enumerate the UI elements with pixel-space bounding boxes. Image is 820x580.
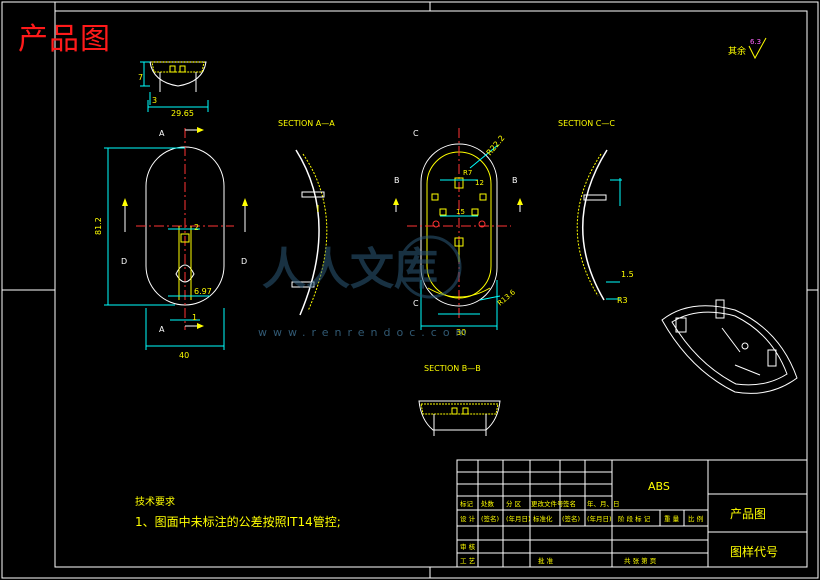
title-block-grid — [456, 459, 808, 568]
tb-approve: 批 准 — [538, 556, 554, 565]
tb-row-label-5: 年、月、日 — [587, 499, 620, 508]
dim-width: 40 — [179, 351, 189, 360]
view-label-a-bottom: A — [159, 325, 165, 334]
dim-one: 1 — [192, 313, 197, 322]
dim-d697: 6.97 — [194, 287, 212, 296]
title-block-labels: 标记 处数 分 区 更改文件号 签名 年、月、日 设 计 (签名) (年月日) … — [460, 499, 703, 565]
section-bb-drawing — [418, 400, 501, 436]
tb-row2-5: (年月日) — [587, 514, 612, 523]
tb-row2-1: (签名) — [481, 514, 499, 523]
view-label-d-right: D — [241, 257, 247, 266]
dim-d15: 15 — [456, 208, 465, 216]
roughness-symbol — [748, 37, 767, 60]
tb-row-label-3: 更改文件号 — [531, 499, 564, 508]
view-label-b-left: B — [394, 176, 400, 185]
tb-material: ABS — [648, 480, 670, 493]
section-cc-title: SECTION C—C — [558, 119, 615, 128]
section-aa-title: SECTION A—A — [278, 119, 335, 128]
isometric-view — [661, 299, 798, 394]
dim-r7: R7 — [463, 169, 472, 177]
dim-height: 81.2 — [94, 217, 103, 235]
tb-name: 产品图 — [730, 507, 766, 521]
tb-row-label-4: 签名 — [563, 499, 576, 508]
dim-top-h1: 7 — [138, 73, 143, 82]
view-label-c-bottom: C — [413, 299, 419, 308]
section-cc-drawing — [576, 149, 622, 301]
section-bb-title: SECTION B—B — [424, 364, 481, 373]
view-label-a-top: A — [159, 129, 165, 138]
front-view — [104, 127, 248, 350]
tb-row2-0: 设 计 — [460, 514, 476, 523]
tb-stage: 阶 段 标 记 — [618, 514, 651, 523]
tb-row-label-2: 分 区 — [506, 499, 522, 508]
dim-d30: 30 — [456, 328, 466, 337]
tb-process: 工 艺 — [460, 557, 476, 565]
dim-d12: 12 — [475, 179, 484, 187]
page-title: 产品图 — [18, 22, 111, 57]
tech-heading: 技术要求 — [135, 497, 175, 508]
dim-r22: R22.2 — [485, 134, 507, 158]
dim-d15b: 1.5 — [621, 270, 634, 279]
tb-row2-3: 标准化 — [533, 514, 553, 523]
tb-code-label: 图样代号 — [730, 544, 778, 559]
dim-center-2: 2 — [194, 223, 199, 232]
dim-r3: R3 — [617, 296, 628, 305]
dim-r13: R13.6 — [496, 288, 517, 308]
tb-row-label-0: 标记 — [460, 499, 474, 508]
tb-check: 审 核 — [460, 542, 476, 551]
tb-weight: 重 量 — [664, 515, 680, 523]
dim-top-width: 29.65 — [171, 109, 194, 118]
view-label-d-left: D — [121, 257, 127, 266]
tb-sheet: 共 张 第 页 — [624, 556, 657, 565]
view-label-c-top: C — [413, 129, 419, 138]
dim-top-h2: 3 — [152, 96, 157, 105]
tb-scale: 比 例 — [688, 514, 703, 523]
tb-row-label-1: 处数 — [481, 499, 495, 508]
top-small-view — [140, 61, 209, 112]
roughness-label: 其余 — [728, 45, 746, 57]
tb-row2-2: (年月日) — [506, 514, 531, 523]
section-aa-drawing — [291, 149, 328, 316]
view-label-b-right: B — [512, 176, 518, 185]
tech-line-1: 1、图面中未标注的公差按照IT14管控; — [135, 515, 341, 529]
tb-row2-4: (签名) — [562, 514, 580, 523]
watermark-url: www.renrendoc.com — [258, 326, 473, 339]
roughness-value: 6.3 — [750, 38, 761, 46]
